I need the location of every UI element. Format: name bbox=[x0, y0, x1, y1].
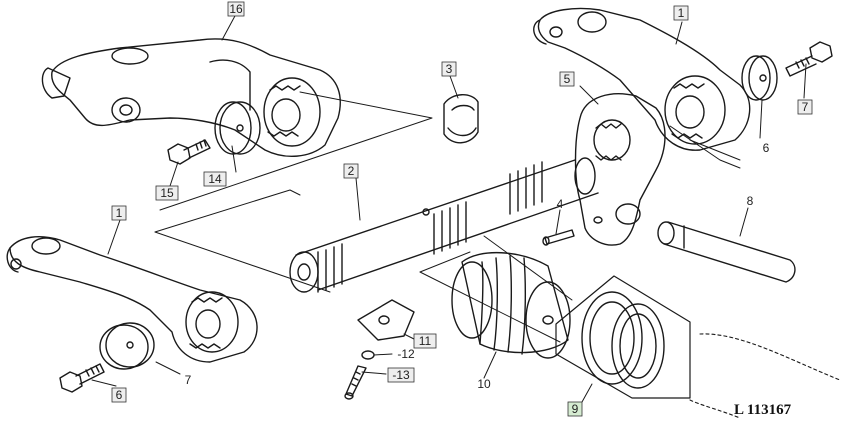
callout-14: 14 bbox=[203, 171, 227, 187]
callout-7-left: 6 bbox=[111, 387, 127, 403]
svg-text:1: 1 bbox=[678, 6, 685, 20]
part-3-bushing bbox=[443, 94, 479, 144]
callout-7-top: 7 bbox=[797, 99, 813, 115]
svg-text:7: 7 bbox=[185, 373, 192, 387]
svg-text:5: 5 bbox=[564, 72, 571, 86]
svg-text:8: 8 bbox=[747, 194, 754, 208]
part-13-bolt bbox=[344, 365, 367, 400]
drawing-reference-number: L 113167 bbox=[734, 402, 792, 418]
callout-13: -13 bbox=[387, 367, 415, 383]
callout-1-top: 1 bbox=[673, 5, 689, 21]
callout-12: -12 bbox=[397, 347, 415, 361]
svg-text:4: 4 bbox=[557, 197, 564, 211]
callout-16: 16 bbox=[227, 1, 245, 17]
callout-6-top: 6 bbox=[763, 141, 770, 155]
callout-8: 8 bbox=[747, 194, 754, 208]
part-6-washer-left bbox=[99, 322, 155, 370]
assembly-guide-lines bbox=[154, 91, 741, 343]
part-12-washer bbox=[361, 350, 375, 360]
part-14-washer bbox=[214, 101, 261, 155]
part-2-splined-shaft bbox=[289, 157, 599, 293]
svg-text:7: 7 bbox=[802, 100, 809, 114]
svg-text:10: 10 bbox=[477, 377, 491, 391]
callout-10: 10 bbox=[477, 377, 491, 391]
part-1-rocker-arm-left bbox=[6, 236, 258, 363]
callout-5: 5 bbox=[559, 71, 575, 87]
callout-9: 9 bbox=[567, 401, 583, 417]
leader-lines bbox=[91, 13, 807, 403]
callout-4: 4 bbox=[557, 197, 564, 211]
part-6-washer-right bbox=[741, 55, 778, 101]
callout-11: 11 bbox=[413, 333, 437, 349]
svg-text:2: 2 bbox=[348, 164, 355, 178]
callout-1-left: 1 bbox=[111, 205, 127, 221]
callout-labels: 16 1 3 5 7 6 2 14 15 bbox=[111, 1, 813, 417]
part-11-lock-plate bbox=[357, 299, 415, 341]
svg-text:14: 14 bbox=[208, 172, 222, 186]
svg-text:6: 6 bbox=[116, 388, 123, 402]
part-16-rocker-arm bbox=[41, 38, 341, 158]
part-7-bolt-left bbox=[59, 363, 105, 393]
part-8-pin bbox=[657, 221, 796, 283]
svg-text:1: 1 bbox=[116, 206, 123, 220]
svg-text:11: 11 bbox=[419, 334, 432, 348]
svg-text:16: 16 bbox=[229, 2, 243, 16]
svg-text:3: 3 bbox=[446, 62, 453, 76]
svg-text:15: 15 bbox=[160, 186, 174, 200]
part-9-seal-rings bbox=[555, 275, 691, 399]
callout-15: 15 bbox=[155, 185, 179, 201]
part-15-bolt bbox=[167, 139, 211, 165]
svg-text:6: 6 bbox=[763, 141, 770, 155]
svg-text:9: 9 bbox=[572, 402, 579, 416]
part-10-bushing bbox=[451, 252, 571, 359]
callout-6-left: 7 bbox=[185, 373, 192, 387]
callout-2: 2 bbox=[343, 163, 359, 179]
svg-text:-12: -12 bbox=[397, 347, 415, 361]
part-7-bolt-right bbox=[785, 41, 833, 77]
housing-outline bbox=[689, 333, 841, 419]
part-1-rocker-arm-right bbox=[533, 7, 751, 151]
part-4-pin bbox=[542, 229, 575, 246]
svg-text:-13: -13 bbox=[392, 368, 410, 382]
callout-3: 3 bbox=[441, 61, 457, 77]
